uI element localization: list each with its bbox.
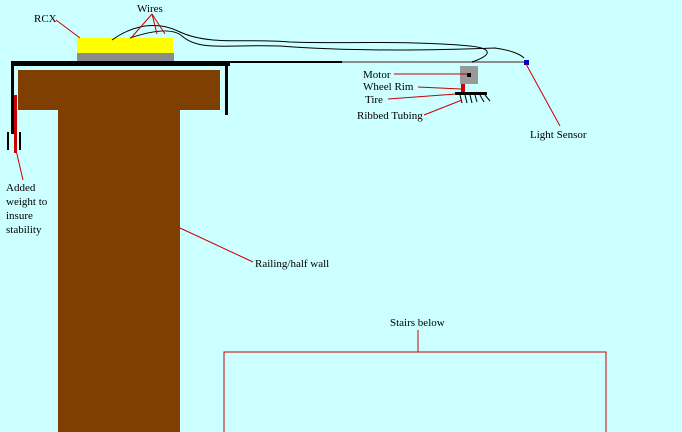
leader-railing bbox=[179, 227, 254, 263]
right-arm bbox=[225, 61, 228, 115]
light-sensor-label: Light Sensor bbox=[530, 129, 587, 141]
leader-wires-3 bbox=[151, 13, 166, 35]
drive-unit bbox=[455, 60, 529, 104]
weight-bar bbox=[14, 95, 17, 153]
rcx-base bbox=[77, 53, 174, 61]
leader-rcx bbox=[55, 19, 81, 39]
rcx-top bbox=[77, 38, 173, 53]
weight-label-line4: stability bbox=[6, 224, 42, 236]
wheel-rim bbox=[461, 84, 465, 94]
wires bbox=[111, 24, 525, 63]
wheel-rim-label: Wheel Rim bbox=[363, 81, 414, 93]
weight-label-line1: Added bbox=[6, 182, 36, 194]
leader-light-sensor bbox=[525, 63, 561, 127]
tire bbox=[455, 92, 487, 95]
chassis bbox=[11, 61, 525, 134]
leader-wheel-rim bbox=[417, 86, 462, 90]
stairs-label: Stairs below bbox=[390, 317, 445, 329]
leader-tire bbox=[387, 93, 457, 100]
chassis-beam bbox=[11, 61, 230, 66]
railing bbox=[18, 70, 220, 432]
railing-cap bbox=[18, 70, 220, 110]
motor-axle bbox=[467, 73, 471, 77]
leader-wires-2 bbox=[151, 13, 158, 35]
motor-label: Motor bbox=[363, 69, 391, 81]
rcx-label: RCX bbox=[34, 13, 57, 25]
leader-lines bbox=[15, 13, 607, 432]
wire-1 bbox=[111, 24, 488, 63]
weight-label-line3: insure bbox=[6, 210, 33, 222]
leader-ribbed-tubing bbox=[423, 99, 463, 116]
railing-post bbox=[58, 108, 180, 432]
tire-label: Tire bbox=[365, 94, 383, 106]
ribbed-tubing bbox=[459, 94, 491, 104]
railing-label: Railing/half wall bbox=[255, 258, 329, 270]
leader-weight bbox=[15, 149, 24, 181]
leader-wires-1 bbox=[130, 13, 153, 39]
wire-2 bbox=[129, 30, 525, 59]
weight-label-line2: weight to bbox=[6, 196, 48, 208]
stairs-outline bbox=[223, 351, 607, 432]
ribbed-tubing-label: Ribbed Tubing bbox=[357, 110, 423, 122]
light-sensor bbox=[524, 60, 529, 65]
wires-label: Wires bbox=[137, 3, 163, 15]
left-arm bbox=[11, 61, 14, 134]
rcx-brick bbox=[77, 38, 174, 61]
labels: RCX Wires Motor Wheel Rim Tire Ribbed Tu… bbox=[6, 3, 587, 329]
added-weight bbox=[7, 95, 21, 153]
